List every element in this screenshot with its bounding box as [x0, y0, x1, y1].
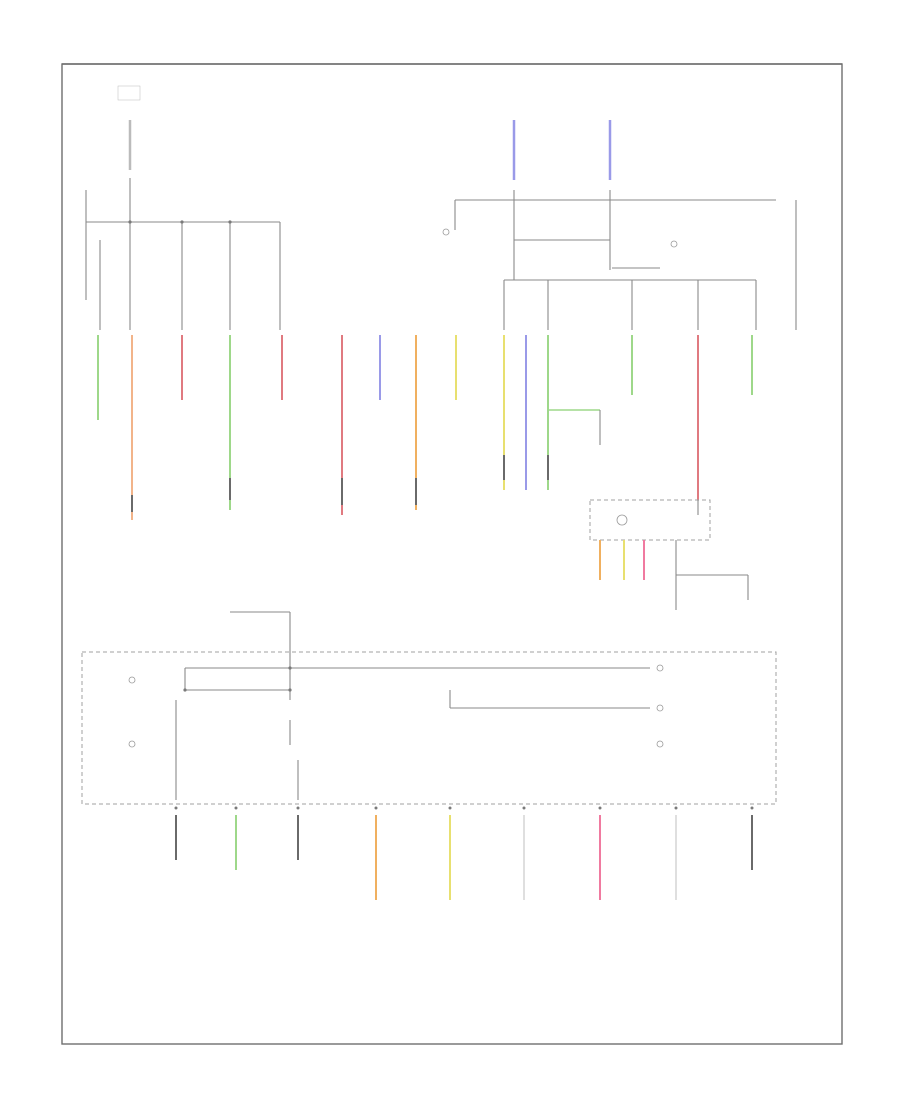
fuse-branch-group-left — [99, 220, 281, 330]
lower-module-box — [81, 651, 777, 805]
fuse-source-left — [85, 85, 280, 300]
upper-wire-run — [97, 335, 753, 520]
diagram-border — [61, 63, 843, 1045]
lower-module — [81, 611, 777, 805]
fuse-source-right — [442, 120, 797, 330]
relay-cluster-right — [589, 499, 749, 610]
terminal-dots — [174, 806, 754, 810]
lower-wire-run — [175, 815, 753, 900]
